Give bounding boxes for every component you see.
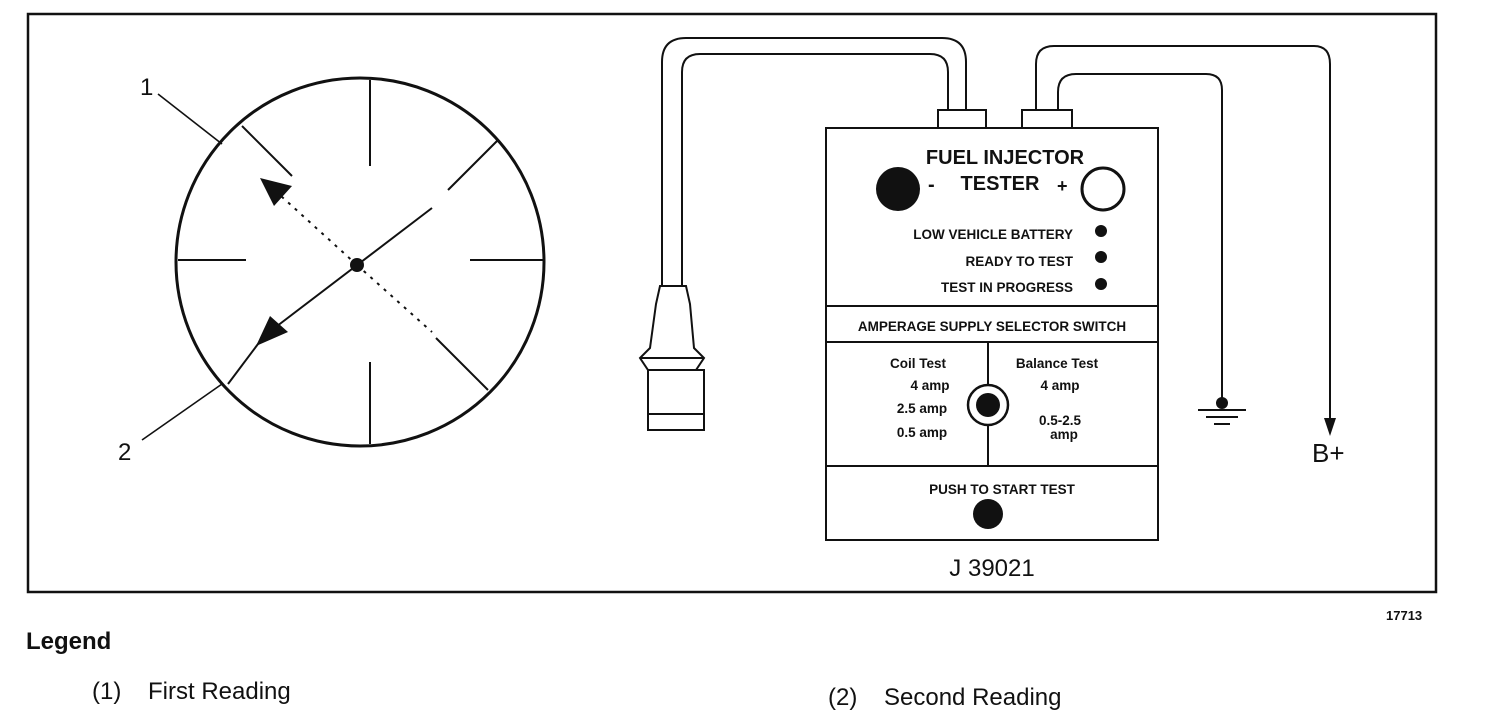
battery-cable-boot (1021, 109, 1073, 129)
legend-item-number: (1) (92, 678, 122, 705)
first-reading-needle-tail (356, 264, 433, 333)
indicator-low-battery-label: LOW VEHICLE BATTERY (913, 227, 1073, 242)
callout-2-label: 2 (118, 439, 131, 466)
gauge-face (174, 76, 546, 448)
legend-item-second-reading: (2) Second Reading (828, 684, 1061, 712)
injector-cable-boot (937, 109, 987, 129)
balance-test-range: 0.5-2.5 (1039, 413, 1082, 428)
first-reading-needle (269, 185, 358, 266)
positive-terminal-label: + (1057, 176, 1068, 196)
second-reading-arrowhead (256, 316, 288, 346)
tester-title-line2: TESTER (961, 173, 1040, 195)
legend-item-label: Second Reading (884, 684, 1062, 711)
tester-title-line1: FUEL INJECTOR (926, 147, 1085, 169)
b-plus-arrowhead (1324, 418, 1336, 436)
indicator-in-progress-label: TEST IN PROGRESS (941, 280, 1073, 295)
positive-terminal[interactable] (1080, 166, 1126, 212)
selector-header: AMPERAGE SUPPLY SELECTOR SWITCH (858, 319, 1126, 334)
callout-1-leader (157, 93, 223, 145)
indicator-in-progress-led (1095, 278, 1107, 290)
balance-test-4amp: 4 amp (1040, 378, 1079, 393)
figure-id: 17713 (1386, 608, 1423, 623)
second-reading-needle (263, 207, 433, 337)
coil-test-0-5amp: 0.5 amp (897, 425, 947, 440)
gauge-pivot (350, 258, 364, 272)
legend-item-label: First Reading (148, 678, 291, 705)
legend-item-number: (2) (828, 684, 858, 711)
coil-test-4amp: 4 amp (910, 378, 949, 393)
injector-connector (638, 285, 706, 431)
diagram: 1 2 B+ FUEL INJECTOR TESTER - + (26, 12, 1438, 594)
negative-terminal-label: - (928, 174, 935, 196)
balance-test-range-unit: amp (1050, 427, 1078, 442)
start-test-label: PUSH TO START TEST (929, 482, 1076, 497)
coil-test-2-5amp: 2.5 amp (897, 401, 947, 416)
battery-cable (1035, 45, 1331, 420)
figure-frame (26, 12, 1438, 594)
b-plus-label: B+ (1312, 438, 1345, 468)
gauge-ticks (178, 80, 544, 444)
negative-terminal[interactable] (876, 167, 920, 211)
indicator-low-battery-led (1095, 225, 1107, 237)
callout-2-leader (141, 383, 223, 441)
callout-1-label: 1 (140, 74, 153, 101)
injector-cable (661, 37, 967, 286)
start-test-button[interactable] (973, 499, 1003, 529)
tester-model: J 39021 (949, 555, 1034, 582)
amperage-selector-knob[interactable] (966, 383, 1010, 427)
indicator-ready-label: READY TO TEST (965, 254, 1073, 269)
indicator-ready-led (1095, 251, 1107, 263)
legend-item-first-reading: (1) First Reading (92, 678, 291, 706)
coil-test-label: Coil Test (890, 356, 947, 371)
ground-connector (1216, 397, 1228, 409)
legend-title: Legend (26, 628, 112, 655)
first-reading-arrowhead (260, 178, 292, 206)
balance-test-label: Balance Test (1016, 356, 1099, 371)
